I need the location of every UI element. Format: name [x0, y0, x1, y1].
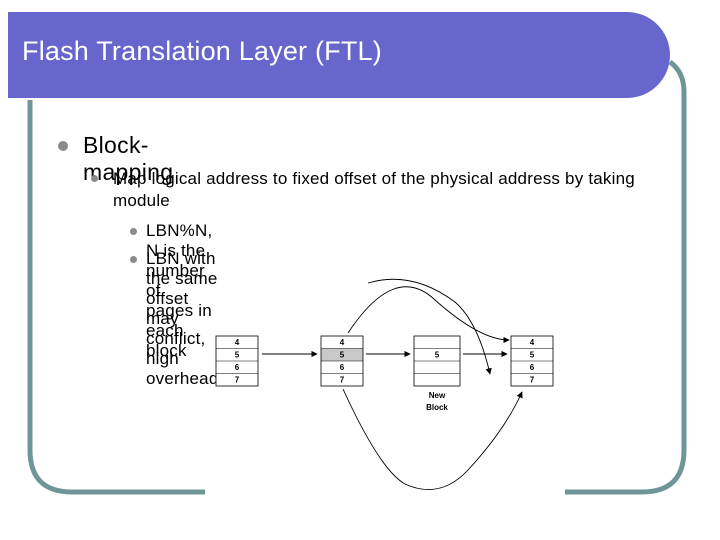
new-block: 5 New Block: [413, 335, 461, 412]
bullet-level2: Map logical address to fixed offset of t…: [91, 168, 671, 212]
bullet-level3: LBN%N, N is the number of pages in each …: [130, 221, 212, 361]
arrow-upper-curve: [347, 286, 510, 344]
highlight-cell: [321, 348, 363, 361]
bullet-level1: Block-mapping: [58, 132, 173, 186]
bullet-text: LBN with the same offset may conflict, h…: [146, 249, 219, 388]
arrow-lower-curve: [342, 388, 523, 491]
bullet-dot-icon: [91, 175, 98, 182]
bullet-level3: LBN with the same offset may conflict, h…: [130, 249, 219, 389]
bullet-text: LBN%N, N is the number of pages in each …: [146, 221, 213, 360]
logical-block: 4 5 6 7: [215, 335, 259, 387]
block-cell: 6: [340, 363, 345, 372]
bullet-dot-icon: [130, 228, 137, 235]
block-cell: 5: [530, 351, 535, 360]
frame-left-bottom: [27, 100, 205, 495]
bullet-text: Map logical address to fixed offset of t…: [113, 169, 635, 210]
bullet-text: Block-mapping: [83, 132, 174, 185]
bullet-dot-icon: [58, 141, 68, 151]
physical-block-result: 4 5 6 7: [510, 335, 554, 387]
new-block-label: Block: [426, 403, 448, 412]
bullet-dot-icon: [130, 256, 137, 263]
block-cell: 7: [340, 376, 345, 385]
block-cell: 6: [235, 363, 240, 372]
block-cell: 4: [235, 338, 240, 347]
block-cell: 6: [530, 363, 535, 372]
page-title: Flash Translation Layer (FTL): [22, 36, 382, 66]
block-cell: 4: [340, 338, 345, 347]
block-cell: 5: [435, 351, 440, 360]
arrow-upper-curve-2: [367, 278, 492, 375]
physical-block-old: 4 5 6 7: [320, 335, 364, 387]
title-bar: [8, 12, 670, 98]
new-block-label: New: [429, 391, 446, 400]
block-cell: 5: [340, 351, 345, 360]
frame-right: [565, 59, 687, 495]
block-cell: 7: [530, 376, 535, 385]
block-cell: 5: [235, 351, 240, 360]
block-cell: 4: [530, 338, 535, 347]
block-cell: 7: [235, 376, 240, 385]
